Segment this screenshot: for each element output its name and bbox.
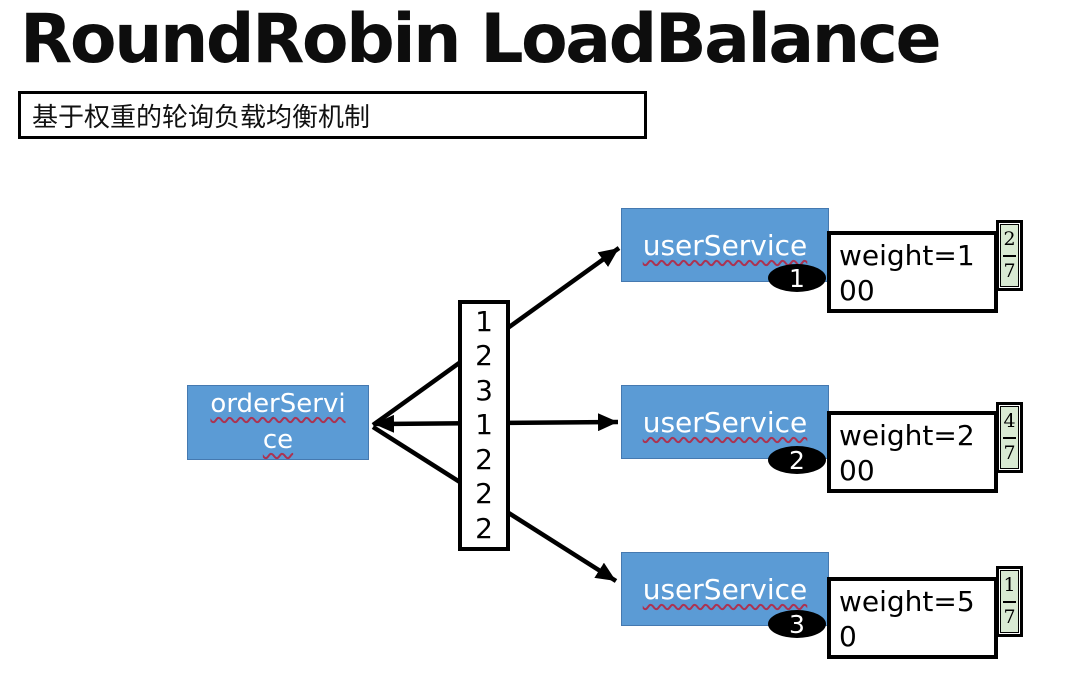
sequence-value: 1	[475, 408, 493, 442]
fraction-denominator: 7	[1003, 259, 1016, 282]
weight-box-2: weight=200	[827, 411, 998, 493]
fraction-bar	[1003, 436, 1016, 439]
badge-number: 1	[789, 263, 805, 293]
subtitle-text: 基于权重的轮询负载均衡机制	[32, 102, 371, 132]
user-service-label: userService	[642, 572, 808, 606]
fraction-numerator: 4	[1003, 410, 1016, 433]
badge-number: 3	[789, 609, 805, 639]
page-title: RoundRobin LoadBalance	[20, 0, 942, 79]
fraction-2: 4 7	[1000, 406, 1019, 469]
dispatch-sequence-box: 1 2 3 1 2 2 2	[458, 300, 510, 551]
sequence-value: 2	[475, 511, 493, 545]
order-service-node: orderService	[187, 385, 369, 460]
sequence-value: 2	[475, 339, 493, 373]
fraction-1: 2 7	[1000, 224, 1019, 287]
fraction-box-3: 1 7	[996, 566, 1023, 637]
sequence-value: 3	[475, 373, 493, 407]
badge-number: 2	[789, 445, 805, 475]
fraction-3: 1 7	[1000, 570, 1019, 633]
fraction-bar	[1003, 254, 1016, 257]
order-badge-1: 1	[768, 263, 826, 293]
order-badge-2: 2	[768, 445, 826, 475]
weight-box-1: weight=100	[827, 231, 998, 313]
sequence-value: 2	[475, 442, 493, 476]
fraction-box-2: 4 7	[996, 402, 1023, 473]
sequence-value: 2	[475, 477, 493, 511]
sequence-value: 1	[475, 304, 493, 338]
weight-value: weight=100	[839, 239, 975, 307]
order-badge-3: 3	[768, 609, 826, 639]
user-service-label: userService	[642, 405, 808, 439]
fraction-numerator: 2	[1003, 228, 1016, 251]
fraction-denominator: 7	[1003, 605, 1016, 628]
fraction-denominator: 7	[1003, 441, 1016, 464]
fraction-bar	[1003, 600, 1016, 603]
fraction-box-1: 2 7	[996, 220, 1023, 291]
weight-value: weight=50	[839, 585, 975, 653]
weight-box-3: weight=50	[827, 577, 998, 659]
fraction-numerator: 1	[1003, 574, 1016, 597]
user-service-label: userService	[642, 228, 808, 262]
order-service-label: orderService	[210, 388, 346, 455]
subtitle-box: 基于权重的轮询负载均衡机制	[18, 91, 647, 139]
weight-value: weight=200	[839, 419, 975, 487]
